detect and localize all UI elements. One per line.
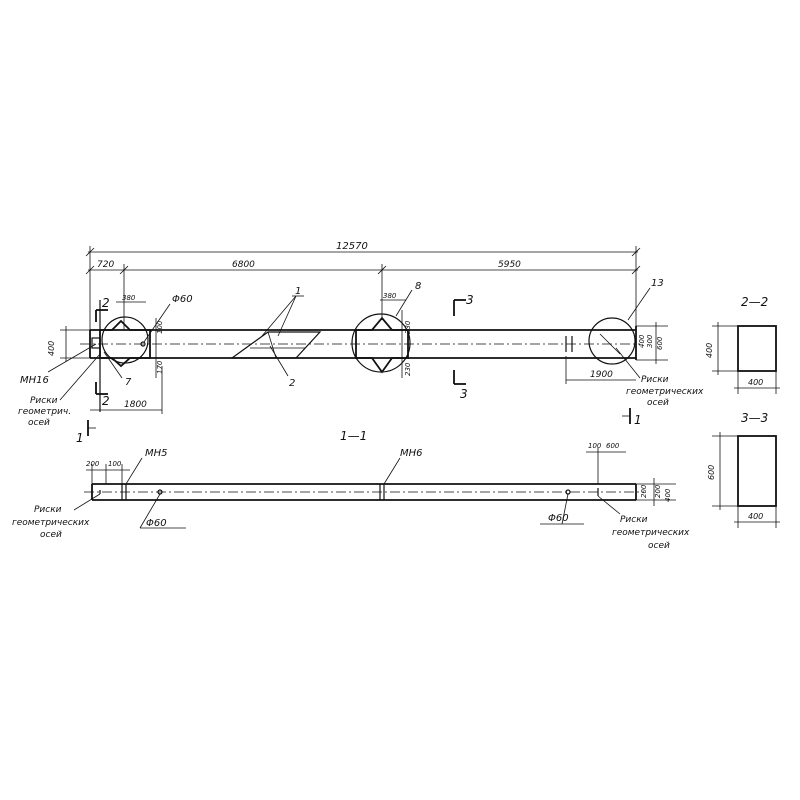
dim-side-r-600: 600 (606, 442, 620, 450)
label-mark-13: 13 (651, 278, 664, 289)
label-riski-br-2: геометрических (612, 528, 690, 538)
dim-node-top: 380 (383, 292, 397, 300)
label-mn-left: МН16 (20, 375, 49, 386)
section-33: 3—3 600 400 (707, 411, 780, 528)
plan-view: 12570 720 6800 5950 Φ60 380 100 170 400 (18, 241, 704, 445)
dim-total-length: 12570 (336, 241, 368, 252)
side-view: 1—1 200 100 МН5 МН6 100 600 200 2 (12, 429, 690, 551)
left-hole (140, 341, 146, 347)
label-riski-bl-1: Риски (34, 505, 62, 515)
slanted-insert (230, 331, 322, 359)
dim-side-r-v3: 400 (664, 488, 672, 502)
label-riski-bl-3: осей (40, 530, 62, 540)
right-node-circle (588, 317, 636, 365)
cut-3-top: 3 (466, 293, 474, 307)
label-mark-2: 2 (289, 378, 295, 389)
dim-node-v1: 230 (404, 320, 412, 334)
section-22-rect (737, 325, 777, 372)
cut-1-left: 1 (76, 431, 84, 445)
left-node-cross (99, 319, 151, 368)
view-title-11: 1—1 (340, 429, 367, 443)
label-riski-br-1: Риски (620, 515, 648, 525)
dim-right-v3: 600 (656, 336, 664, 350)
label-riski-left-3: осей (28, 418, 50, 428)
dim-left-v2: 170 (156, 360, 164, 374)
dim-right-v2: 300 (646, 334, 654, 348)
label-mark-7: 7 (125, 377, 132, 388)
dim-right-part: 5950 (498, 260, 521, 270)
label-riski-right-2: геометрических (626, 387, 704, 397)
view-title-33: 3—3 (741, 411, 768, 425)
label-phi-top: Φ60 (172, 294, 193, 305)
dim-left-depth: 1800 (124, 400, 147, 410)
view-title-22: 2—2 (741, 295, 768, 309)
dim-side-r-100: 100 (588, 442, 602, 450)
dim-right-v1: 400 (638, 334, 646, 348)
dim-side-100: 100 (108, 460, 122, 468)
dim-side-r-v1: 200 (640, 484, 648, 498)
dim-left-v1: 100 (156, 320, 164, 334)
label-phi-bottom-right: Φ60 (548, 513, 569, 524)
dim-left-hole-pos: 380 (122, 294, 136, 302)
dim-left-height: 400 (47, 341, 56, 356)
label-mn-side-mid: МН6 (400, 448, 423, 459)
cut-2-bottom: 2 (102, 394, 110, 408)
label-riski-right-1: Риски (641, 375, 669, 385)
dim-right-len: 1900 (590, 370, 613, 380)
dim-left-part: 6800 (232, 260, 255, 270)
section-33-width: 400 (748, 512, 763, 521)
section-22-height: 400 (705, 343, 714, 358)
label-mn-side-left: МН5 (145, 448, 168, 459)
cut-1-right: 1 (634, 413, 642, 427)
middle-node-cross (355, 316, 409, 374)
dim-side-200: 200 (86, 460, 100, 468)
dim-side-r-v2: 200 (654, 484, 662, 498)
dim-node-v2: 230 (404, 362, 412, 376)
label-riski-br-3: осей (648, 541, 670, 551)
section-33-height: 600 (707, 465, 716, 480)
label-riski-bl-2: геометрических (12, 518, 90, 528)
middle-node-circle (351, 313, 411, 373)
dim-left-end: 720 (97, 260, 114, 270)
section-33-rect (737, 435, 777, 507)
label-riski-right-3: осей (647, 398, 669, 408)
label-mark-1: 1 (295, 286, 301, 297)
section-22: 2—2 400 400 (705, 295, 780, 394)
cut-3-bottom: 3 (460, 387, 468, 401)
label-riski-left-1: Риски (30, 396, 58, 406)
label-mark-8: 8 (415, 281, 421, 292)
cut-2-top: 2 (102, 296, 110, 310)
label-riski-left-2: геометрич. (18, 407, 71, 417)
section-22-width: 400 (748, 378, 763, 387)
label-phi-bottom-left: Φ60 (146, 518, 167, 529)
